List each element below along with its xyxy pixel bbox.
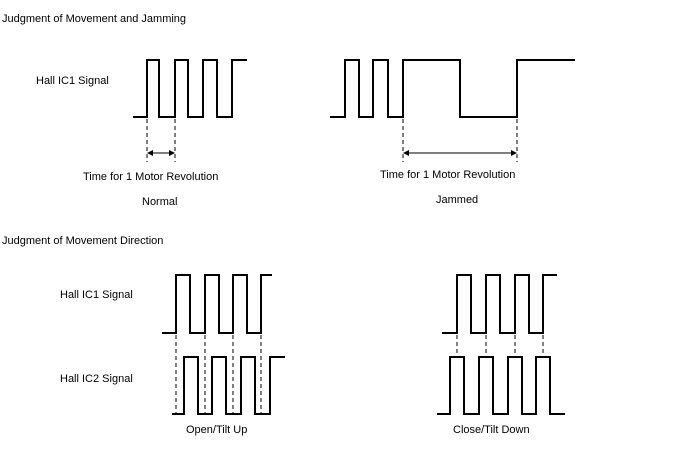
movement-jamming-heading: Judgment of Movement and Jamming xyxy=(2,13,186,25)
open-hall-ic2-waveform xyxy=(172,356,285,415)
movement-direction-heading: Judgment of Movement Direction xyxy=(2,235,163,247)
jammed-caption: Jammed xyxy=(436,194,478,206)
close-hall-ic1-waveform xyxy=(442,274,557,334)
open-phase-dashlines xyxy=(175,335,262,413)
jammed-hall-ic1-waveform xyxy=(330,59,575,118)
normal-interval-label: Time for 1 Motor Revolution xyxy=(83,171,218,183)
normal-caption: Normal xyxy=(142,196,177,208)
jammed-interval-arrow xyxy=(403,150,517,156)
jammed-interval-label: Time for 1 Motor Revolution xyxy=(380,169,515,181)
close-tilt-down-caption: Close/Tilt Down xyxy=(453,424,530,436)
open-hall-ic1-waveform xyxy=(162,274,272,334)
hall-ic1-signal-label-top: Hall IC1 Signal xyxy=(36,75,109,87)
close-hall-ic2-waveform xyxy=(437,356,565,415)
normal-hall-ic1-waveform xyxy=(133,59,247,118)
hall-ic1-signal-label-bottom: Hall IC1 Signal xyxy=(60,289,133,301)
close-phase-dashlines xyxy=(456,335,544,356)
open-tilt-up-caption: Open/Tilt Up xyxy=(186,424,247,436)
hall-ic2-signal-label-bottom: Hall IC2 Signal xyxy=(60,373,133,385)
normal-interval-arrow xyxy=(147,150,175,156)
